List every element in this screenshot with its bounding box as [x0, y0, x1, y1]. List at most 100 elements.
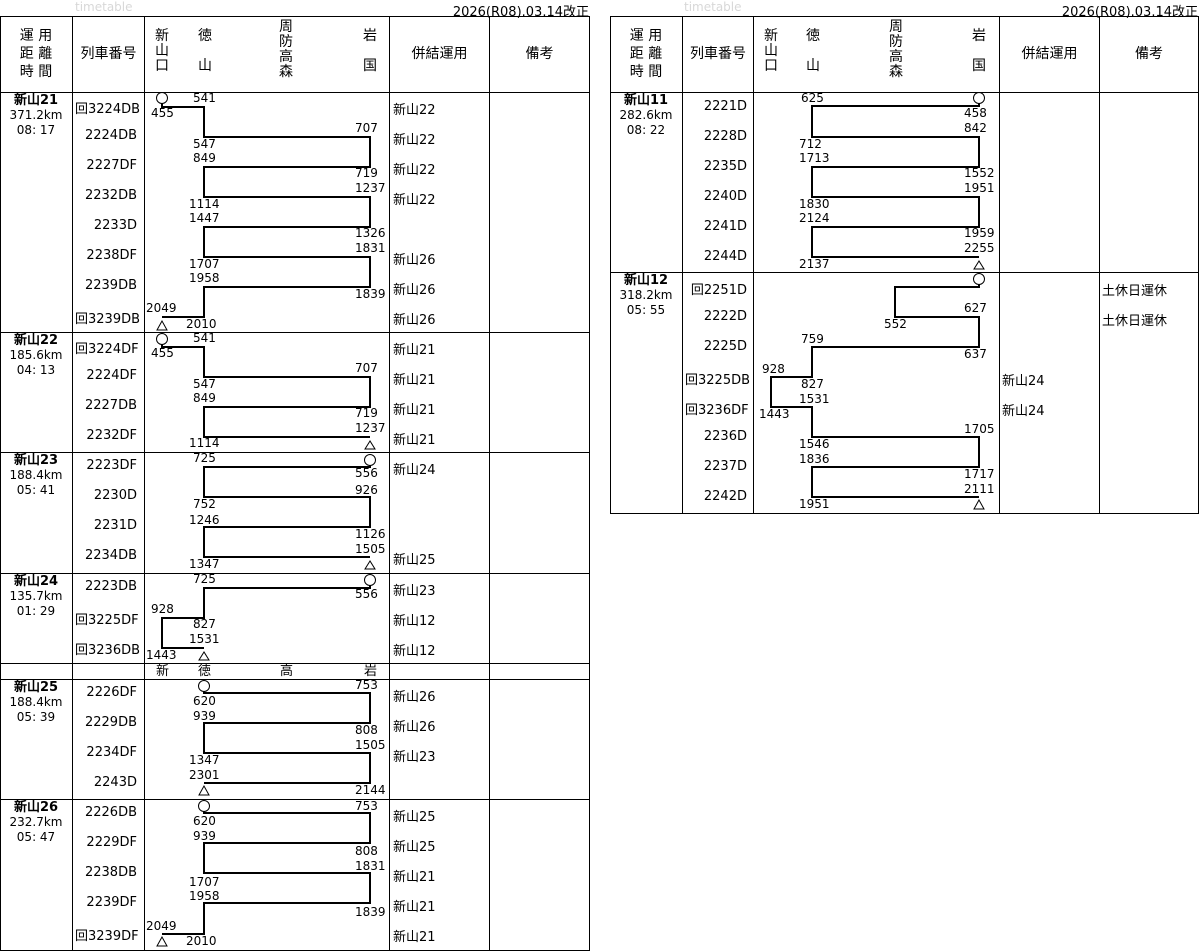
- time-label: 2124: [799, 211, 830, 225]
- time-label: 719: [355, 166, 378, 180]
- unit-name: 新山23: [13, 453, 59, 468]
- train-number: 回3236DF: [685, 403, 749, 418]
- train-number: 2226DB: [84, 805, 137, 820]
- station-char: 新: [764, 28, 778, 44]
- linked-unit: 新山21: [393, 403, 436, 418]
- train-number: 2223DB: [84, 579, 137, 594]
- linked-unit: 新山26: [393, 690, 436, 705]
- train-number: 2228D: [703, 129, 747, 144]
- ghost-label: timetable: [75, 0, 133, 14]
- station-shinyamaguchi: 新 山 口: [155, 29, 169, 74]
- time-label: 2010: [186, 934, 217, 948]
- linked-unit: 新山26: [393, 253, 436, 268]
- time-label: 753: [355, 799, 378, 813]
- station-shin: 新: [156, 664, 170, 679]
- time-label: 842: [964, 121, 987, 135]
- time-label: 1705: [964, 422, 995, 436]
- linked-unit: 新山22: [393, 163, 436, 178]
- train-note: 土休日運休: [1102, 284, 1168, 299]
- terminus-triangle-icon: [198, 784, 210, 796]
- time-label: 1443: [759, 407, 790, 421]
- train-number: 回2251D: [690, 283, 747, 298]
- time-label: 625: [801, 91, 824, 105]
- origin-circle-icon: [198, 800, 210, 812]
- time-label: 707: [355, 361, 378, 375]
- unit-distance: 371.2km: [9, 108, 63, 122]
- linked-unit: 新山12: [393, 644, 436, 659]
- unit-name: 新山22: [13, 333, 59, 348]
- unit-distance: 185.6km: [9, 348, 63, 362]
- time-label: 627: [964, 301, 987, 315]
- diagram-u26: [162, 810, 371, 935]
- station-char: 森: [279, 64, 293, 80]
- train-number: 2234DB: [84, 548, 137, 563]
- station-tokuyama: 徳 山: [198, 29, 212, 74]
- time-label: 827: [193, 617, 216, 631]
- linked-unit: 新山26: [393, 720, 436, 735]
- unit-time: 08: 22: [626, 123, 666, 137]
- station-char: 岩: [363, 28, 377, 44]
- unit-name: 新山21: [13, 93, 59, 108]
- train-number: 2229DF: [86, 835, 137, 850]
- time-label: 455: [151, 346, 174, 360]
- station-suotakamori: 周 防 高 森: [279, 20, 293, 80]
- time-label: 849: [193, 391, 216, 405]
- train-number: 2242D: [703, 489, 747, 504]
- station-iwakuni: 岩 国: [363, 29, 377, 74]
- unit-name: 新山11: [623, 93, 669, 108]
- right-grid: [610, 16, 1199, 514]
- time-label: 1246: [189, 513, 220, 527]
- diagram-u12: [770, 283, 980, 498]
- station-char: 徳: [806, 28, 820, 44]
- terminus-triangle-icon: [973, 260, 985, 270]
- unit-time: 01: 29: [16, 604, 56, 618]
- time-label: 1707: [189, 257, 220, 271]
- train-number: 2226DF: [86, 685, 137, 700]
- diagram-u21: [161, 102, 371, 318]
- time-label: 2255: [964, 241, 995, 255]
- diagram-u25: [203, 690, 371, 784]
- diagram-u23: [203, 464, 371, 558]
- time-label: 1447: [189, 211, 220, 225]
- time-label: 1958: [189, 271, 220, 285]
- train-number: 2221D: [703, 99, 747, 114]
- header-line: 距 離: [19, 46, 53, 62]
- time-label: 1839: [355, 287, 386, 301]
- time-label: 808: [355, 723, 378, 737]
- station-taka: 高: [280, 664, 294, 679]
- header-line: 時 間: [629, 64, 663, 80]
- time-label: 620: [193, 814, 216, 828]
- time-label: 1839: [355, 905, 386, 919]
- linked-unit: 新山24: [1002, 404, 1045, 419]
- train-number: 2238DF: [86, 248, 137, 263]
- station-toku: 徳: [198, 664, 212, 679]
- train-column-header: 列車番号: [80, 46, 137, 62]
- station-char: 徳: [198, 28, 212, 44]
- time-label: 1836: [799, 452, 830, 466]
- linked-unit: 新山21: [393, 870, 436, 885]
- linked-unit: 新山26: [393, 313, 436, 328]
- time-label: 455: [151, 106, 174, 120]
- time-label: 939: [193, 709, 216, 723]
- linked-unit: 新山25: [393, 553, 436, 568]
- link-column-header: 併結運用: [411, 46, 468, 62]
- time-label: 939: [193, 829, 216, 843]
- unit-column-header: 運 用 距 離 時 間: [610, 27, 682, 81]
- linked-unit: 新山23: [393, 750, 436, 765]
- unit-time: 04: 13: [16, 363, 56, 377]
- time-label: 2049: [146, 919, 177, 933]
- unit-name: 新山26: [13, 800, 59, 815]
- time-label: 849: [193, 151, 216, 165]
- train-number: 2231D: [93, 518, 137, 533]
- time-label: 1237: [355, 421, 386, 435]
- train-number: 回3225DB: [685, 373, 751, 388]
- train-number: 2229DB: [84, 715, 137, 730]
- station-char: 山: [764, 43, 778, 59]
- time-label: 808: [355, 844, 378, 858]
- time-label: 1443: [146, 648, 177, 662]
- time-label: 541: [193, 331, 216, 345]
- train-number: 2224DF: [86, 368, 137, 383]
- time-label: 2137: [799, 257, 830, 271]
- linked-unit: 新山21: [393, 373, 436, 388]
- time-label: 752: [193, 497, 216, 511]
